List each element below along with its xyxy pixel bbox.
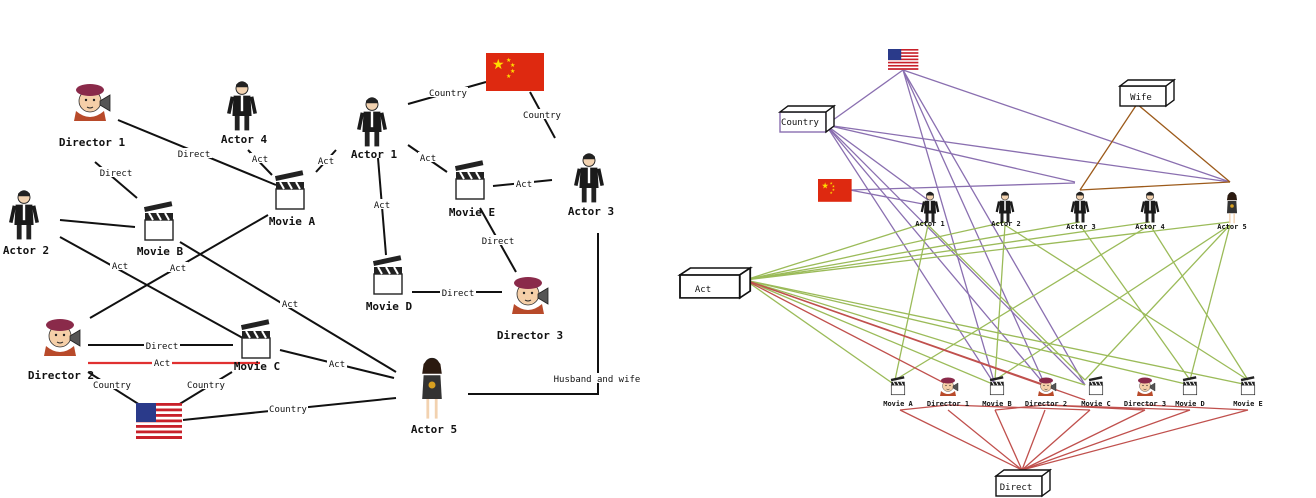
- left-graph-nodes: Director 1 Actor 4 Actor 1 Actor 2 Movie…: [3, 53, 614, 439]
- clapperboard-icon: [371, 254, 403, 295]
- node-label-actor3: Actor 3: [568, 205, 614, 218]
- bottom-node-label-2: Director 1: [927, 400, 969, 408]
- us-flag-icon: [888, 49, 919, 70]
- edge-label-act-5: Act: [282, 300, 298, 310]
- woman-icon: [421, 357, 443, 420]
- edge-actor2-movieC: [59, 236, 251, 343]
- person-icon: [227, 79, 257, 133]
- edge-label-direct-4: Direct: [482, 237, 515, 247]
- person-icon: [1140, 190, 1160, 224]
- top-node-label-4: Actor 4: [1135, 223, 1165, 231]
- node-label-actor5: Actor 5: [411, 423, 457, 436]
- clapperboard-icon: [989, 375, 1005, 396]
- edge-label-act-2: Act: [318, 157, 334, 167]
- director-icon: [1136, 377, 1156, 397]
- edge-label-husband-wife: Husband and wife: [554, 375, 641, 385]
- top-node-label-1: Actor 1: [915, 220, 945, 228]
- person-icon: [356, 95, 388, 149]
- top-node-label-3: Actor 3: [1066, 223, 1096, 231]
- person-icon: [920, 190, 940, 224]
- edge-label-act-8: Act: [420, 154, 436, 164]
- clapperboard-icon: [1088, 375, 1104, 396]
- node-label-movieE: Movie E: [449, 206, 495, 219]
- act-box: [679, 267, 752, 299]
- bottom-node-label-8: Movie E: [1233, 400, 1263, 408]
- edge-label-direct-2: Direct: [100, 169, 133, 179]
- edge-label-act-10: Act: [516, 180, 532, 190]
- edge-label-act-3: Act: [112, 262, 128, 272]
- node-label-director1: Director 1: [59, 136, 126, 149]
- person-icon: [995, 190, 1015, 224]
- clapperboard-icon: [453, 159, 485, 200]
- edge-label-country-3: Country: [269, 405, 308, 415]
- box-label-act: Act: [695, 285, 711, 295]
- box-label-wife: Wife: [1130, 93, 1152, 103]
- woman-icon: [1226, 191, 1238, 224]
- edge-label-act-7: Act: [329, 360, 345, 370]
- person-icon: [1070, 190, 1090, 224]
- bottom-node-label-3: Movie B: [982, 400, 1012, 408]
- node-label-movieA: Movie A: [269, 215, 316, 228]
- box-label-country: Country: [781, 118, 820, 128]
- box-label-direct: Direct: [1000, 483, 1033, 493]
- edge-label-country-1: Country: [93, 381, 132, 391]
- director-icon: [43, 318, 81, 357]
- clapperboard-icon: [1240, 375, 1256, 396]
- edge-label-direct-1: Direct: [178, 150, 211, 160]
- top-node-label-2: Actor 2: [991, 220, 1021, 228]
- clapperboard-icon: [239, 318, 271, 359]
- clapperboard-icon: [890, 375, 906, 396]
- edge-label-act-6: Act: [154, 359, 170, 369]
- director-icon: [1037, 377, 1057, 397]
- clapperboard-icon: [273, 169, 305, 210]
- edge-label-direct-3: Direct: [146, 342, 179, 352]
- edge-label-act-4: Act: [170, 264, 186, 274]
- bottom-node-label-6: Director 3: [1124, 400, 1166, 408]
- edge-actor2-movieB: [59, 219, 136, 228]
- clapperboard-icon: [1182, 375, 1198, 396]
- country-box: [777, 104, 837, 134]
- top-node-label-5: Actor 5: [1217, 223, 1247, 231]
- bottom-node-label-7: Movie D: [1175, 400, 1205, 408]
- edge-actor3-actor5: [468, 233, 599, 395]
- bottom-node-label-1: Movie A: [883, 400, 913, 408]
- right-direct-edges: [744, 279, 1249, 471]
- director-icon: [511, 276, 549, 315]
- right-graph-nodes: Country Wife Act Direct Actor 1 Actor 2 …: [679, 49, 1263, 497]
- right-act-edges: [744, 221, 1249, 386]
- node-label-actor2: Actor 2: [3, 244, 49, 257]
- edge-label-country-2: Country: [187, 381, 226, 391]
- director-icon: [73, 83, 111, 122]
- node-label-movieB: Movie B: [137, 245, 184, 258]
- edge-label-country-5: Country: [523, 111, 562, 121]
- node-label-director3: Director 3: [497, 329, 563, 342]
- node-label-actor4: Actor 4: [221, 133, 268, 146]
- person-icon: [8, 188, 40, 242]
- edge-label-country-4: Country: [429, 89, 468, 99]
- right-country-edges: [825, 69, 1231, 386]
- edge-label-act-1: Act: [252, 155, 268, 165]
- china-flag-icon: [818, 179, 852, 202]
- node-label-movieC: Movie C: [234, 360, 280, 373]
- node-label-movieD: Movie D: [366, 300, 413, 313]
- edge-label-act-9: Act: [374, 201, 390, 211]
- bottom-node-label-5: Movie C: [1081, 400, 1111, 408]
- node-label-actor1: Actor 1: [351, 148, 398, 161]
- bottom-node-label-4: Director 2: [1025, 400, 1067, 408]
- china-flag-icon: [486, 53, 544, 91]
- director-icon: [939, 377, 959, 397]
- right-wife-edges: [1079, 103, 1231, 191]
- person-icon: [573, 151, 605, 205]
- clapperboard-icon: [142, 200, 174, 241]
- node-label-director2: Director 2: [28, 369, 94, 382]
- left-edge-labels: Direct Direct Act Act Act Act Act Direct…: [92, 87, 640, 415]
- edge-label-direct-5: Direct: [442, 289, 475, 299]
- us-flag-icon: [136, 403, 182, 439]
